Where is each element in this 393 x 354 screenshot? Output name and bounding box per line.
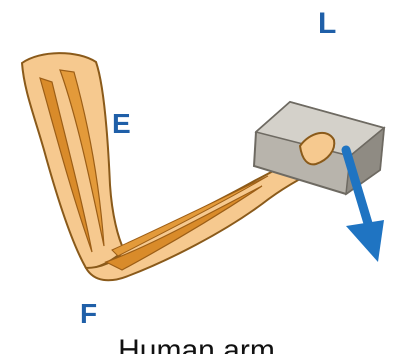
- diagram-caption: Human arm: [0, 336, 393, 354]
- fulcrum-label: F: [80, 300, 97, 328]
- effort-label: E: [112, 110, 131, 138]
- forearm-muscle: [106, 186, 262, 270]
- load-label: L: [318, 9, 336, 39]
